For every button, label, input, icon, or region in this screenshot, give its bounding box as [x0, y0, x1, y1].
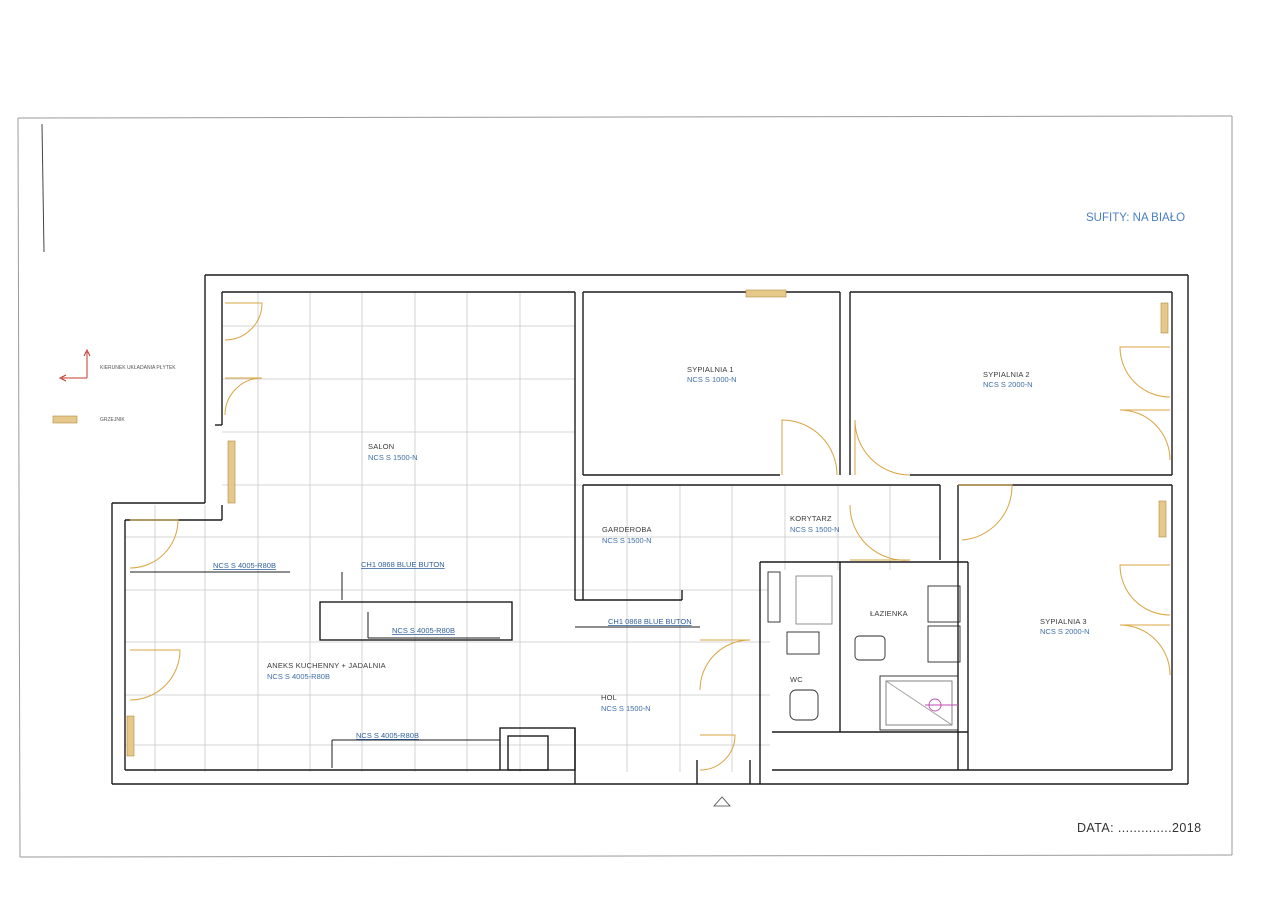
room-aneks-name: ANEKS KUCHENNY + JADALNIA [267, 661, 386, 670]
wall-paint-label-mid: NCS S 4005-R80B [392, 626, 455, 635]
room-korytarz-paint: NCS S 1500-N [790, 525, 840, 534]
wall-paint-label-blue-2: CH1 0868 BLUE BUTON [608, 617, 692, 626]
room-wc-name: WC [790, 675, 803, 684]
bathroom-fixtures [767, 571, 961, 731]
legend-radiator: GRZEJNIK [100, 417, 125, 423]
tile-direction-arrow-icon [58, 348, 91, 382]
wall-paint-label-left: NCS S 4005-R80B [213, 561, 276, 570]
room-lazienka-name: ŁAZIENKA [870, 609, 908, 618]
room-sypialnia2-paint: NCS S 2000-N [983, 380, 1033, 389]
room-garderoba-name: GARDEROBA [602, 525, 652, 534]
room-sypialnia3-paint: NCS S 2000-N [1040, 627, 1090, 636]
legend-tile-direction: KIERUNEK UKŁADANIA PŁYTEK [100, 365, 176, 371]
room-salon-paint: NCS S 1500-N [368, 453, 418, 462]
entrance-triangle-icon [713, 796, 731, 807]
doors [129, 302, 1171, 771]
room-sypialnia3-name: SYPIALNIA 3 [1040, 617, 1087, 626]
room-korytarz-name: KORYTARZ [790, 514, 832, 523]
room-sypialnia2-name: SYPIALNIA 2 [983, 370, 1030, 379]
wall-paint-label-blue-1: CH1 0868 BLUE BUTON [361, 560, 445, 569]
room-sypialnia1-paint: NCS S 1000-N [687, 375, 737, 384]
ceiling-note: SUFITY: NA BIAŁO [1086, 212, 1185, 224]
paint-markers [130, 571, 700, 768]
room-hol-name: HOL [601, 693, 617, 702]
walls [111, 274, 1189, 785]
room-sypialnia1-name: SYPIALNIA 1 [687, 365, 734, 374]
legend: KIERUNEK UKŁADANIA PŁYTEK GRZEJNIK [58, 348, 176, 423]
wall-paint-label-bottom: NCS S 4005-R80B [356, 731, 419, 740]
room-garderoba-paint: NCS S 1500-N [602, 536, 652, 545]
room-aneks-paint: NCS S 4005-R80B [267, 672, 330, 681]
room-hol-paint: NCS S 1500-N [601, 704, 651, 713]
date-field: DATA: ..............2018 [1077, 821, 1201, 835]
radiators [52, 289, 1169, 757]
room-salon-name: SALON [368, 442, 394, 451]
sheet-frame [17, 115, 1233, 858]
